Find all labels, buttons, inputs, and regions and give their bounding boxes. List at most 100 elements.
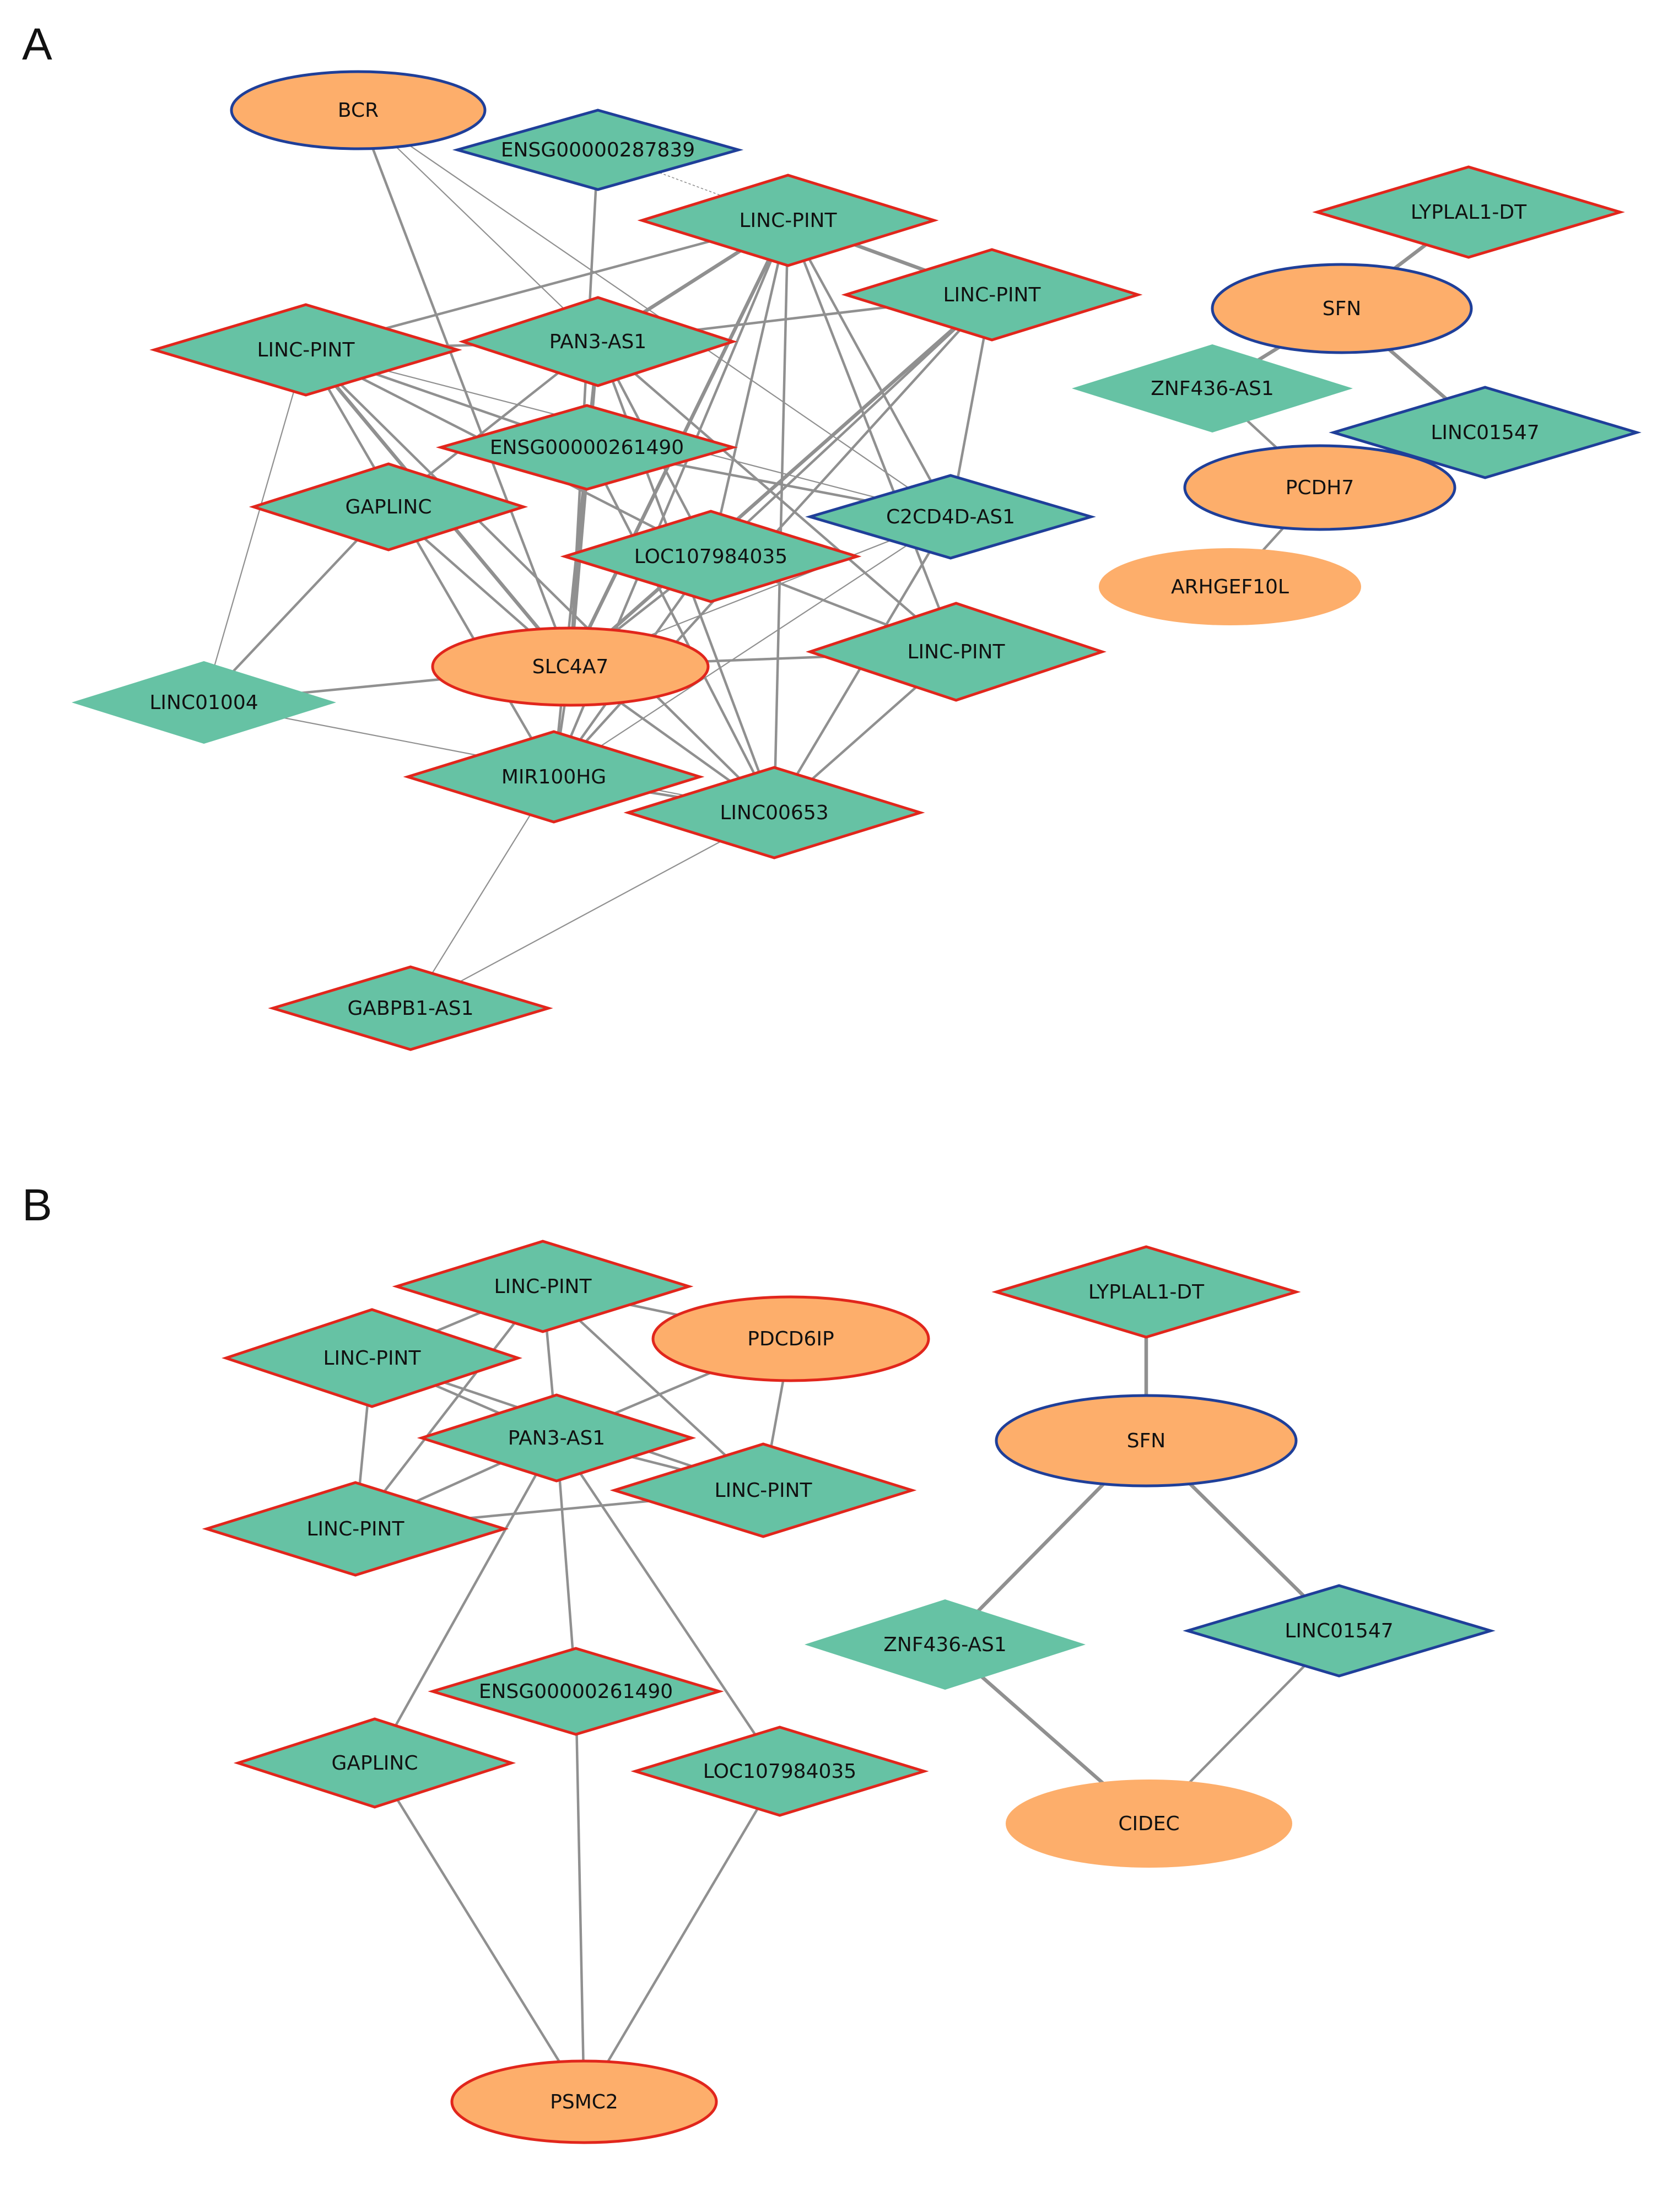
diamond-node-shape xyxy=(458,296,738,387)
node-label: LINC-PINT xyxy=(715,1479,813,1502)
node-pan3-as1[interactable]: PAN3-AS1 xyxy=(417,1393,697,1483)
node-ensg00000261490[interactable]: ENSG00000261490 xyxy=(428,1647,724,1736)
node-label: GAPLINC xyxy=(332,1752,418,1775)
node-linc-pint[interactable]: LINC-PINT xyxy=(392,1240,694,1333)
diamond-node-shape xyxy=(560,510,862,603)
diamond-node-shape xyxy=(392,1240,694,1333)
node-gabpb1-as1[interactable]: GABPB1-AS1 xyxy=(268,965,553,1051)
edge-c2cd4d-as1-mir100hg xyxy=(553,516,952,778)
edge-gaplinc-psmc2 xyxy=(373,1761,586,2103)
diamond-node-shape xyxy=(637,174,939,267)
node-label: LYPLAL1-DT xyxy=(1088,1281,1205,1304)
node-loc107984035[interactable]: LOC107984035 xyxy=(630,1726,929,1817)
diamond-node-shape xyxy=(202,1481,509,1577)
node-slc4a7[interactable]: SLC4A7 xyxy=(431,626,710,707)
node-cidec[interactable]: CIDEC xyxy=(1006,1780,1292,1868)
node-label: LINC01004 xyxy=(149,691,258,714)
diamond-node-shape xyxy=(841,248,1143,342)
node-loc107984035[interactable]: LOC107984035 xyxy=(560,510,862,603)
node-linc-pint[interactable]: LINC-PINT xyxy=(202,1481,509,1577)
node-label: LINC-PINT xyxy=(943,284,1042,306)
diamond-node-shape xyxy=(403,730,705,824)
ellipse-node-shape xyxy=(1006,1780,1292,1868)
node-linc01004[interactable]: LINC01004 xyxy=(72,661,336,744)
node-label: LINC-PINT xyxy=(323,1347,422,1370)
node-mir100hg[interactable]: MIR100HG xyxy=(403,730,705,824)
edge-linc-pint-loc107984035 xyxy=(709,219,790,558)
diamond-node-shape xyxy=(149,303,462,397)
node-lyplal1-dt[interactable]: LYPLAL1-DT xyxy=(991,1245,1301,1339)
diamond-node-shape xyxy=(1183,1584,1496,1678)
diamond-node-shape xyxy=(806,602,1107,702)
node-label: GAPLINC xyxy=(346,496,432,518)
diamond-node-shape xyxy=(623,766,925,859)
diamond-node-shape xyxy=(428,1647,724,1736)
edges-layer xyxy=(202,109,1487,2103)
node-psmc2[interactable]: PSMC2 xyxy=(450,2059,718,2144)
node-bcr[interactable]: BCR xyxy=(230,70,487,150)
ellipse-node-shape xyxy=(431,626,710,707)
node-pan3-as1[interactable]: PAN3-AS1 xyxy=(458,296,738,387)
ellipse-node-shape xyxy=(651,1295,930,1382)
diamond-node-shape xyxy=(249,462,528,551)
node-linc-pint[interactable]: LINC-PINT xyxy=(149,303,462,397)
node-linc-pint[interactable]: LINC-PINT xyxy=(609,1442,917,1538)
node-label: ENSG00000287839 xyxy=(501,139,695,161)
node-label: ZNF436-AS1 xyxy=(1151,377,1274,400)
node-label: ENSG00000261490 xyxy=(490,436,684,459)
nodes-layer: BCRENSG00000287839LINC-PINTLINC-PINTLINC… xyxy=(72,70,1642,2144)
node-ensg00000261490[interactable]: ENSG00000261490 xyxy=(435,404,738,491)
node-arhgef10l[interactable]: ARHGEF10L xyxy=(1099,548,1361,625)
diamond-node-shape xyxy=(609,1442,917,1538)
diamond-node-shape xyxy=(991,1245,1301,1339)
edge-linc-pint-slc4a7 xyxy=(568,293,994,669)
ellipse-node-shape xyxy=(230,70,487,150)
edge-linc-pint-mir100hg xyxy=(304,348,555,778)
diamond-node-shape xyxy=(417,1393,697,1483)
node-pdcd6ip[interactable]: PDCD6IP xyxy=(651,1295,930,1382)
node-pcdh7[interactable]: PCDH7 xyxy=(1183,444,1456,531)
diamond-node-shape xyxy=(222,1308,522,1408)
node-linc-pint[interactable]: LINC-PINT xyxy=(841,248,1143,342)
node-label: LINC01547 xyxy=(1431,421,1539,444)
node-label: MIR100HG xyxy=(501,766,606,788)
node-linc00653[interactable]: LINC00653 xyxy=(623,766,925,859)
node-label: ARHGEF10L xyxy=(1171,576,1289,598)
node-label: LYPLAL1-DT xyxy=(1411,201,1527,224)
node-znf436-as1[interactable]: ZNF436-AS1 xyxy=(805,1599,1086,1690)
edge-ensg00000261490-linc00653 xyxy=(585,446,776,814)
edge-linc-pint-linc01004 xyxy=(203,349,307,704)
node-sfn[interactable]: SFN xyxy=(1211,263,1473,354)
node-lyplal1-dt[interactable]: LYPLAL1-DT xyxy=(1312,165,1625,259)
node-linc-pint[interactable]: LINC-PINT xyxy=(222,1308,522,1408)
node-linc-pint[interactable]: LINC-PINT xyxy=(806,602,1107,702)
diamond-node-shape xyxy=(233,1717,516,1809)
node-c2cd4d-as1[interactable]: C2CD4D-AS1 xyxy=(805,474,1096,560)
node-gaplinc[interactable]: GAPLINC xyxy=(233,1717,516,1809)
diamond-node-shape xyxy=(452,109,744,191)
diamond-node-shape xyxy=(72,661,336,744)
node-label: SLC4A7 xyxy=(532,656,608,678)
node-label: GABPB1-AS1 xyxy=(347,997,473,1020)
node-label: LINC-PINT xyxy=(908,641,1006,663)
node-gaplinc[interactable]: GAPLINC xyxy=(249,462,528,551)
node-label: SFN xyxy=(1323,298,1362,320)
diamond-node-shape xyxy=(630,1726,929,1817)
node-label: LOC107984035 xyxy=(703,1760,856,1783)
node-linc-pint[interactable]: LINC-PINT xyxy=(637,174,939,267)
edge-linc-pint-c2cd4d-as1 xyxy=(786,219,952,518)
diamond-node-shape xyxy=(268,965,553,1051)
ellipse-node-shape xyxy=(450,2059,718,2144)
node-label: LOC107984035 xyxy=(634,545,787,568)
node-label: BCR xyxy=(338,99,379,122)
edge-linc-pint-loc107984035 xyxy=(709,293,994,558)
diamond-node-shape xyxy=(805,474,1096,560)
node-label: PAN3-AS1 xyxy=(508,1427,605,1450)
node-znf436-as1[interactable]: ZNF436-AS1 xyxy=(1072,344,1353,432)
edge-bcr-pan3-as1 xyxy=(357,109,599,343)
node-ensg00000287839[interactable]: ENSG00000287839 xyxy=(452,109,744,191)
node-sfn[interactable]: SFN xyxy=(995,1394,1298,1488)
node-linc01547[interactable]: LINC01547 xyxy=(1183,1584,1496,1678)
node-label: SFN xyxy=(1127,1430,1166,1452)
